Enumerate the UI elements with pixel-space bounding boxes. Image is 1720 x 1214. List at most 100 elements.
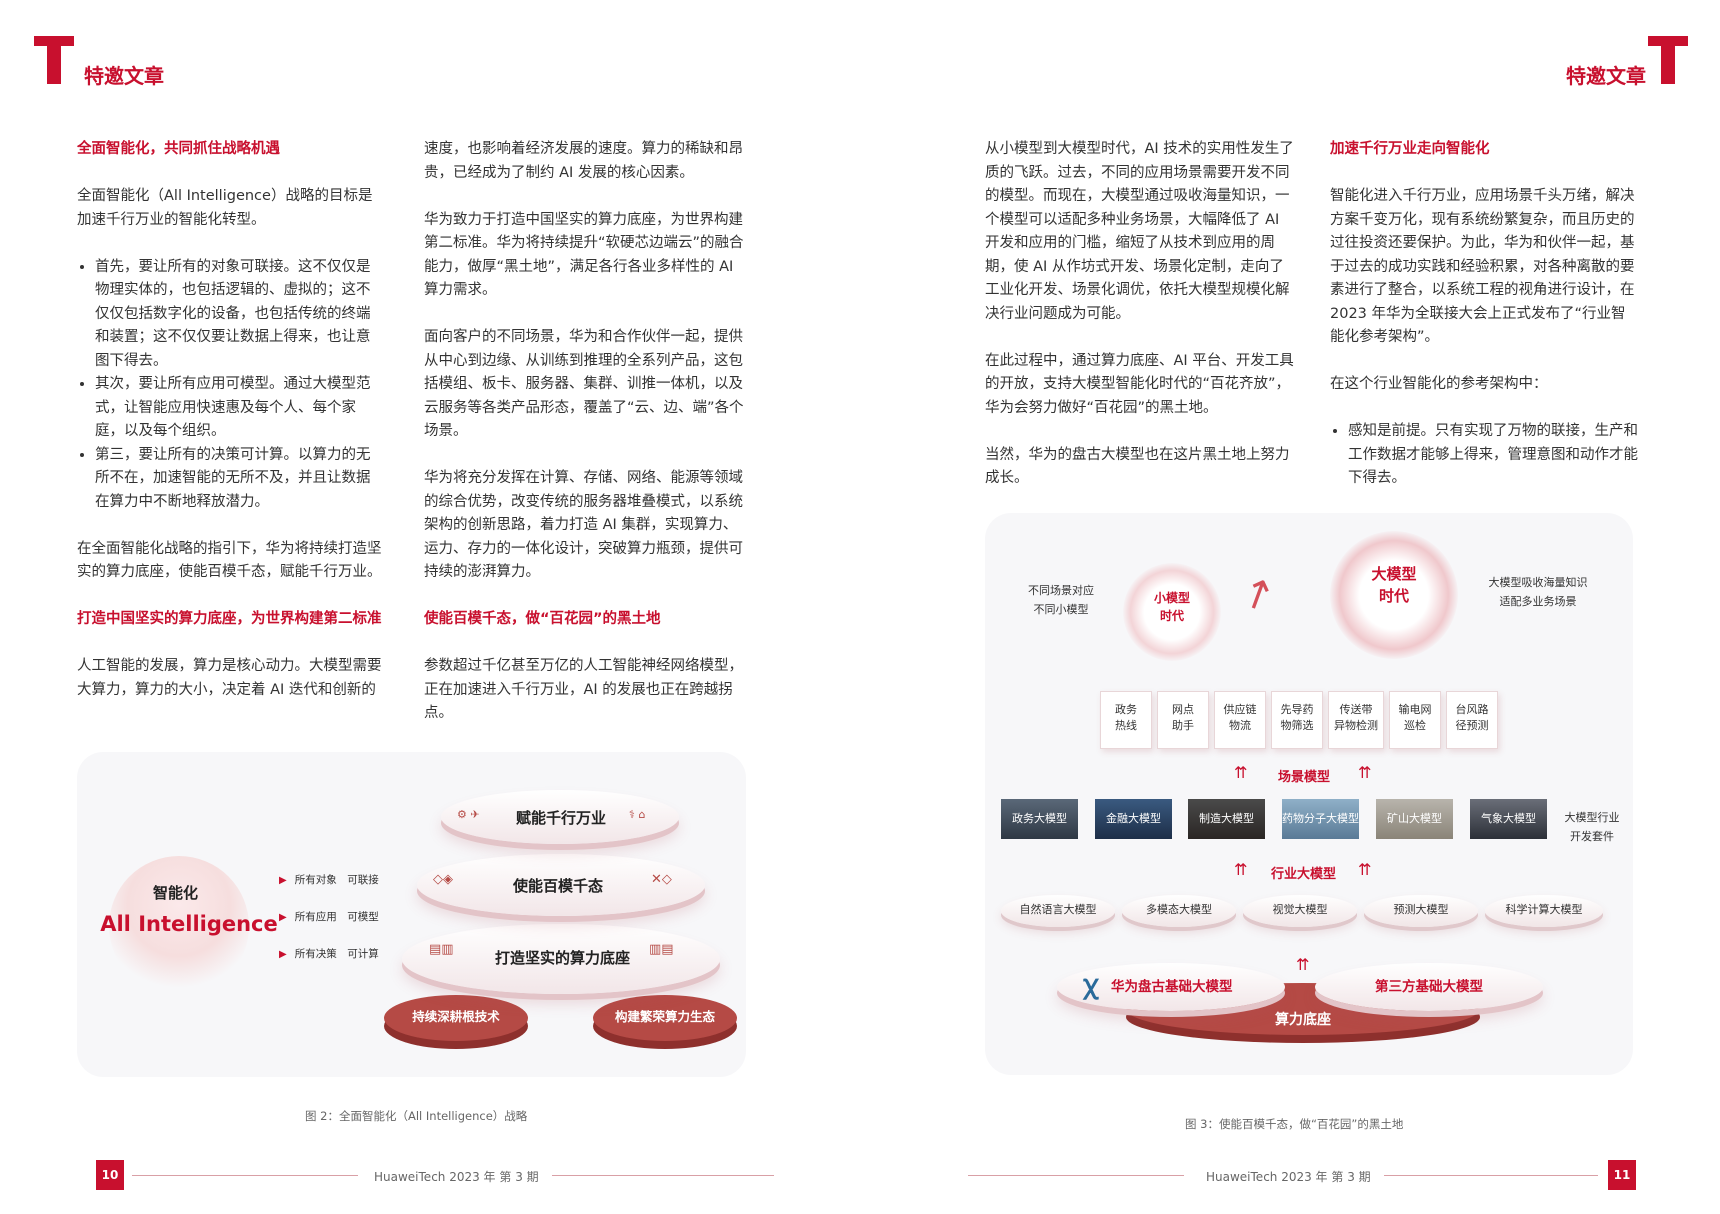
paragraph: 在全面智能化战略的指引下，华为将持续打造坚实的算力底座，使能百模千态，赋能千行万… <box>77 540 382 581</box>
up-arrow-icon: ⇈ <box>1296 955 1310 974</box>
industry-tile: 药物分子大模型 <box>1282 799 1359 839</box>
up-arrow-icon: ⇈ <box>1234 763 1248 782</box>
layer-label: 打造坚实的算力底座 <box>495 949 631 967</box>
big-model-note: 大模型吸收海量知识 适配多业务场景 <box>1488 576 1588 608</box>
scene-box: 网点 助手 <box>1157 691 1209 749</box>
third-party-label: 第三方基础大模型 <box>1375 979 1483 995</box>
left-column-2: 速度，也影响着经济发展的速度。算力的稀缺和昂贵，已经成为了制约 AI 发展的核心… <box>424 138 749 749</box>
section-label-left: 特邀文章 <box>84 64 164 88</box>
list-item: 感知是前提。只有实现了万物的联接，生产和工作数据才能够上得来，管理意图和动作才能… <box>1348 420 1640 491</box>
figure-3-caption: 图 3：使能百模千态，做“百花园”的黑土地 <box>1185 1117 1404 1131</box>
paragraph: 当然，华为的盘古大模型也在这片黑土地上努力成长。 <box>985 446 1290 487</box>
layer-disk-top <box>441 790 679 844</box>
paragraph: 华为将充分发挥在计算、存储、网络、能源等领域的综合优势，改变传统的服务器堆叠模式… <box>424 470 743 580</box>
figure-3-panel: 不同场景对应 不同小模型 小模型 时代 ↗ 大模型 时代 大模型吸收海量知识 适… <box>985 513 1633 1075</box>
industry-tile: 制造大模型 <box>1188 799 1265 839</box>
t-logo-left <box>34 36 74 84</box>
base-model-pill: 自然语言大模型 <box>1001 895 1115 927</box>
scene-box: 先导药 物筛选 <box>1271 691 1323 749</box>
industry-tile: 金融大模型 <box>1095 799 1172 839</box>
arrow-item: ▶所有对象 可联接 <box>279 874 379 886</box>
footer-divider <box>132 1175 358 1176</box>
paragraph: 参数超过千亿甚至万亿的人工智能神经网络模型，正在加速进入千行万业，AI 的发展也… <box>424 658 743 721</box>
big-model-label: 大模型 时代 <box>1371 565 1417 605</box>
layer-label: 赋能千行万业 <box>516 809 607 827</box>
model-icon: ◇◈ <box>433 872 453 887</box>
growth-arrow-icon: ↗ <box>1232 566 1283 622</box>
heading-compute-base: 打造中国坚实的算力底座，为世界构建第二标准 <box>77 611 382 627</box>
section-label-right: 特邀文章 <box>1566 64 1646 88</box>
paragraph: 全面智能化（All Intelligence）战略的目标是加速千行万业的智能化转… <box>77 188 373 228</box>
industry-model-heading: 行业大模型 <box>1271 867 1337 882</box>
industry-kit-note: 大模型行业 开发套件 <box>1564 811 1620 843</box>
footer-divider <box>968 1175 1184 1176</box>
small-model-label: 小模型 时代 <box>1153 591 1190 623</box>
third-party-disk <box>1315 963 1543 1011</box>
industry-tile: 气象大模型 <box>1470 799 1547 839</box>
scene-box: 台风路 径预测 <box>1446 691 1498 749</box>
page-number-left: 10 <box>96 1160 124 1190</box>
circle-title: 智能化 <box>153 884 199 902</box>
scene-box: 供应链 物流 <box>1214 691 1266 749</box>
layer-disk-middle <box>417 854 705 916</box>
paragraph: 面向客户的不同场景，华为和合作伙伴一起，提供从中心到边缘、从训练到推理的全系列产… <box>424 329 744 439</box>
paragraph: 在这个行业智能化的参考架构中： <box>1330 376 1548 392</box>
paragraph: 在此过程中，通过算力底座、AI 平台、开发工具的开放，支持大模型智能化时代的“百… <box>985 352 1294 416</box>
arrow-item: ▶所有应用 可模型 <box>279 911 379 923</box>
base-disk-ecosystem: 构建繁荣算力生态 <box>593 995 737 1041</box>
figure-2-panel: 智能化 All Intelligence ▶所有对象 可联接 ▶所有应用 可模型… <box>77 752 746 1077</box>
bullet-list: 首先，要让所有的对象可联接。这不仅仅是物理实体的，也包括逻辑的、虚拟的；这不仅仅… <box>77 256 382 515</box>
pangu-logo-icon: ꭓ <box>1083 970 1098 1000</box>
page-number-right: 11 <box>1608 1160 1636 1190</box>
scene-model-heading: 场景模型 <box>1278 770 1331 785</box>
base-model-pill: 预测大模型 <box>1364 895 1478 927</box>
paragraph: 华为致力于打造中国坚实的算力底座，为世界构建第二标准。华为将持续提升“软硬芯边端… <box>424 211 744 299</box>
paragraph: 速度，也影响着经济发展的速度。算力的稀缺和昂贵，已经成为了制约 AI 发展的核心… <box>424 141 743 181</box>
model-icon: ✕◇ <box>651 872 672 887</box>
industry-icon: ⚕ ⌂ <box>629 808 646 821</box>
pangu-disk <box>1057 963 1285 1011</box>
layer-label: 使能百模千态 <box>513 877 604 895</box>
base-disk-root-tech: 持续深耕根技术 <box>384 995 528 1041</box>
footer-divider <box>1384 1175 1598 1176</box>
industry-icon: ⚙ ✈ <box>457 808 480 821</box>
layer-disk-bottom <box>402 924 720 994</box>
footer-text: HuaweiTech 2023 年 第 3 期 <box>374 1170 539 1184</box>
list-item: 其次，要让所有应用可模型。通过大模型范式，让智能应用快速惠及每个人、每个家庭，以… <box>95 373 382 444</box>
bullet-list: 感知是前提。只有实现了万物的联接，生产和工作数据才能够上得来，管理意图和动作才能… <box>1330 420 1640 491</box>
server-icon: ▥▤ <box>649 942 674 957</box>
heading-accelerate: 加速千行万业走向智能化 <box>1330 141 1490 157</box>
list-item: 首先，要让所有的对象可联接。这不仅仅是物理实体的，也包括逻辑的、虚拟的；这不仅仅… <box>95 256 382 374</box>
industry-tile: 政务大模型 <box>1001 799 1078 839</box>
footer-text: HuaweiTech 2023 年 第 3 期 <box>1206 1170 1371 1184</box>
up-arrow-icon: ⇈ <box>1234 860 1248 879</box>
circle-subtitle: All Intelligence <box>100 912 278 936</box>
industry-tile: 矿山大模型 <box>1376 799 1453 839</box>
base-model-pill: 科学计算大模型 <box>1485 895 1603 927</box>
heading-all-intelligence: 全面智能化，共同抓住战略机遇 <box>77 141 280 157</box>
right-column-1: 从小模型到大模型时代，AI 技术的实用性发生了质的飞跃。过去，不同的应用场景需要… <box>985 138 1295 514</box>
small-model-circle <box>1123 563 1221 661</box>
paragraph: 从小模型到大模型时代，AI 技术的实用性发生了质的飞跃。过去，不同的应用场景需要… <box>985 141 1294 322</box>
scene-box: 传送带 异物检测 <box>1328 691 1384 749</box>
scene-box: 政务 热线 <box>1100 691 1152 749</box>
heading-black-soil: 使能百模千态，做“百花园”的黑土地 <box>424 611 661 627</box>
pangu-label: 华为盘古基础大模型 <box>1111 979 1233 995</box>
intelligence-circle <box>109 856 249 996</box>
base-model-pill: 多模态大模型 <box>1122 895 1236 927</box>
list-item: 第三，要让所有的决策可计算。以算力的无所不在，加速智能的无所不及，并且让数据在算… <box>95 444 382 515</box>
up-arrow-icon: ⇈ <box>1358 860 1372 879</box>
left-column-1: 全面智能化，共同抓住战略机遇 全面智能化（All Intelligence）战略… <box>77 138 382 726</box>
compute-base-label: 算力底座 <box>1275 1012 1331 1028</box>
big-model-circle <box>1330 531 1458 659</box>
right-column-2: 加速千行万业走向智能化 智能化进入千行万业，应用场景千头万绪，解决方案千变万化，… <box>1330 138 1640 514</box>
up-arrow-icon: ⇈ <box>1358 763 1372 782</box>
base-model-pill: 视觉大模型 <box>1243 895 1357 927</box>
small-model-note: 不同场景对应 不同小模型 <box>1028 584 1094 616</box>
scene-box: 输电网 巡检 <box>1389 691 1441 749</box>
figure-2-caption: 图 2：全面智能化（All Intelligence）战略 <box>305 1109 528 1123</box>
server-icon: ▤▥ <box>429 942 454 957</box>
t-logo-right <box>1648 36 1688 84</box>
arrow-item: ▶所有决策 可计算 <box>279 948 379 960</box>
paragraph: 智能化进入千行万业，应用场景千头万绪，解决方案千变万化，现有系统纷繁复杂，而且历… <box>1330 188 1635 345</box>
